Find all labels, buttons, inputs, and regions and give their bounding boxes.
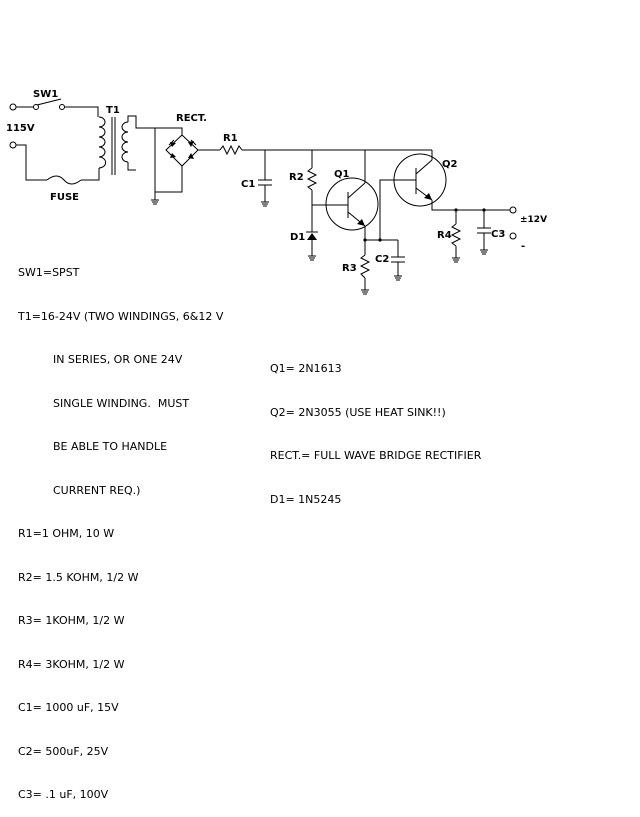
label-minus: - (521, 241, 525, 252)
fuse (46, 168, 100, 185)
note-line: R2= 1.5 KOHM, 1/2 W (18, 570, 139, 584)
note-line: RECT.= FULL WAVE BRIDGE RECTIFIER (270, 449, 482, 462)
label-r4: R4 (437, 230, 452, 241)
note-line: BE ABLE TO HANDLE (18, 440, 168, 453)
label-plus12: ±12V (520, 215, 547, 225)
note-line: C1= 1000 uF, 15V (18, 701, 119, 714)
transistor-q2 (379, 150, 510, 240)
note-line: C3= .1 uF, 100V (18, 788, 109, 801)
note-line: IN SERIES, OR ONE 24V (18, 353, 183, 366)
resistor-r1 (219, 144, 432, 156)
label-q1: Q1 (334, 169, 350, 180)
label-q2: Q2 (442, 159, 458, 170)
note-line: R4= 3KOHM, 1/2 W (18, 657, 125, 671)
label-c2: C2 (375, 254, 389, 265)
note-line: Q2= 2N3055 (USE HEAT SINK!!) (270, 405, 446, 419)
transformer-t1 (98, 115, 156, 175)
bridge-rectifier (151, 127, 220, 205)
note-line: D1= 1N5245 (270, 492, 342, 506)
note-line: C2= 500uF, 25V (18, 744, 109, 758)
schematic-diagram: SW1 T1 115V FUSE RECT. R1 C1 R2 Q1 Q2 D1… (6, 89, 547, 295)
resistor-r4 (450, 208, 462, 263)
label-c3: C3 (491, 229, 505, 240)
parts-list-left: SW1=SPST T1=16-24V (TWO WINDINGS, 6&12 V… (18, 237, 223, 817)
label-d1: D1 (290, 232, 305, 243)
label-rect: RECT. (176, 113, 207, 124)
output-terminals (509, 206, 517, 240)
label-r2: R2 (289, 172, 304, 183)
switch-sw1 (33, 98, 99, 117)
parts-list-right: Q1= 2N1613 Q2= 2N3055 (USE HEAT SINK!!) … (270, 333, 481, 522)
label-sw1: SW1 (33, 89, 58, 100)
label-c1: C1 (241, 179, 255, 190)
transistor-q1 (325, 150, 379, 240)
capacitor-c3 (477, 208, 491, 255)
note-line: T1=16-24V (TWO WINDINGS, 6&12 V (18, 309, 224, 323)
note-line: R1=1 OHM, 10 W (18, 527, 115, 540)
label-r1: R1 (223, 133, 238, 144)
capacitor-c2 (391, 240, 405, 281)
mains-input (9, 103, 47, 181)
zener-d1 (306, 205, 318, 261)
label-115v: 115V (6, 123, 35, 134)
resistor-r3 (359, 238, 398, 295)
label-r3: R3 (342, 263, 357, 274)
label-fuse: FUSE (50, 192, 79, 203)
label-t1: T1 (106, 105, 120, 116)
note-line: R3= 1KOHM, 1/2 W (18, 614, 125, 627)
capacitor-c1 (258, 150, 272, 207)
note-line: CURRENT REQ.) (18, 483, 141, 497)
note-line: Q1= 2N1613 (270, 362, 342, 375)
note-line: SW1=SPST (18, 266, 80, 279)
note-line: SINGLE WINDING. MUST (18, 396, 190, 410)
